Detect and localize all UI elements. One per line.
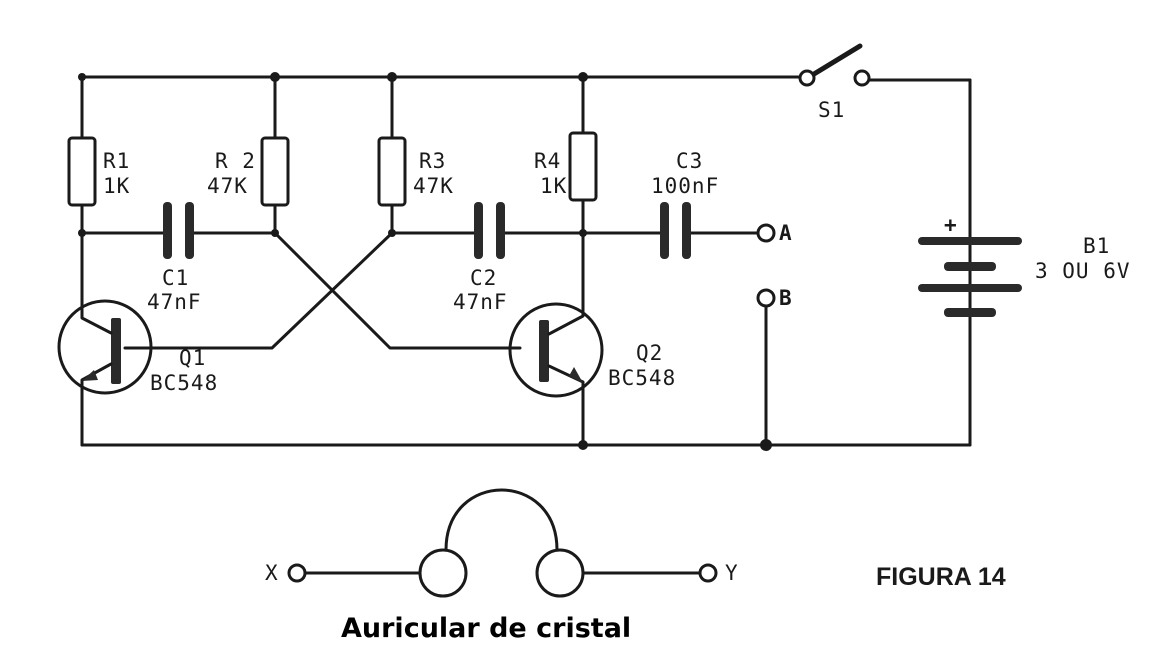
q2-name: Q2: [636, 341, 663, 365]
battery-b1: [918, 78, 1022, 317]
crystal-earphone: [287, 488, 718, 598]
r2-value: 47K: [207, 174, 248, 198]
switch-s1: [798, 43, 871, 87]
c2-name: C2: [470, 266, 497, 290]
q1-value: BC548: [150, 371, 218, 395]
c3-value: 100nF: [651, 174, 719, 198]
caption: Auricular de cristal: [341, 613, 631, 644]
r3-value: 47K: [413, 174, 454, 198]
r1-name: R1: [103, 149, 130, 173]
terminal-a-label: A: [779, 221, 793, 245]
resistor-r1: [67, 136, 97, 207]
cross-coupling-wires: [123, 231, 522, 350]
r4-value: 1K: [540, 174, 567, 198]
figure-label: FIGURA 14: [876, 563, 1006, 591]
terminal-x-label: X: [265, 561, 279, 585]
r4-name: R4: [534, 149, 561, 173]
c2-value: 47nF: [453, 290, 508, 314]
b1-name: B1: [1083, 234, 1110, 258]
resistor-r3: [377, 136, 407, 207]
c1-name: C1: [162, 266, 189, 290]
capacitor-c3: [660, 202, 691, 259]
junction-dots: [78, 72, 772, 451]
r1-value: 1K: [103, 174, 130, 198]
terminal-a: [756, 223, 776, 243]
q1-name: Q1: [179, 346, 206, 370]
capacitor-c1: [163, 202, 194, 259]
b1-value: 3 OU 6V: [1035, 259, 1131, 283]
resistor-r2: [260, 136, 290, 207]
q2-value: BC548: [608, 366, 676, 390]
transistor-q1: [57, 231, 153, 447]
terminal-b: [756, 288, 776, 308]
r3-name: R3: [419, 149, 446, 173]
c1-value: 47nF: [147, 290, 202, 314]
terminal-b-label: B: [779, 286, 793, 310]
capacitor-c2: [474, 202, 505, 259]
s1-label: S1: [818, 98, 845, 122]
terminal-y-label: Y: [725, 561, 739, 585]
resistor-r4: [568, 131, 598, 202]
c3-name: C3: [676, 149, 703, 173]
battery-plus-sign: +: [944, 213, 958, 237]
transistor-q2: [508, 231, 604, 447]
r2-name: R 2: [215, 149, 256, 173]
